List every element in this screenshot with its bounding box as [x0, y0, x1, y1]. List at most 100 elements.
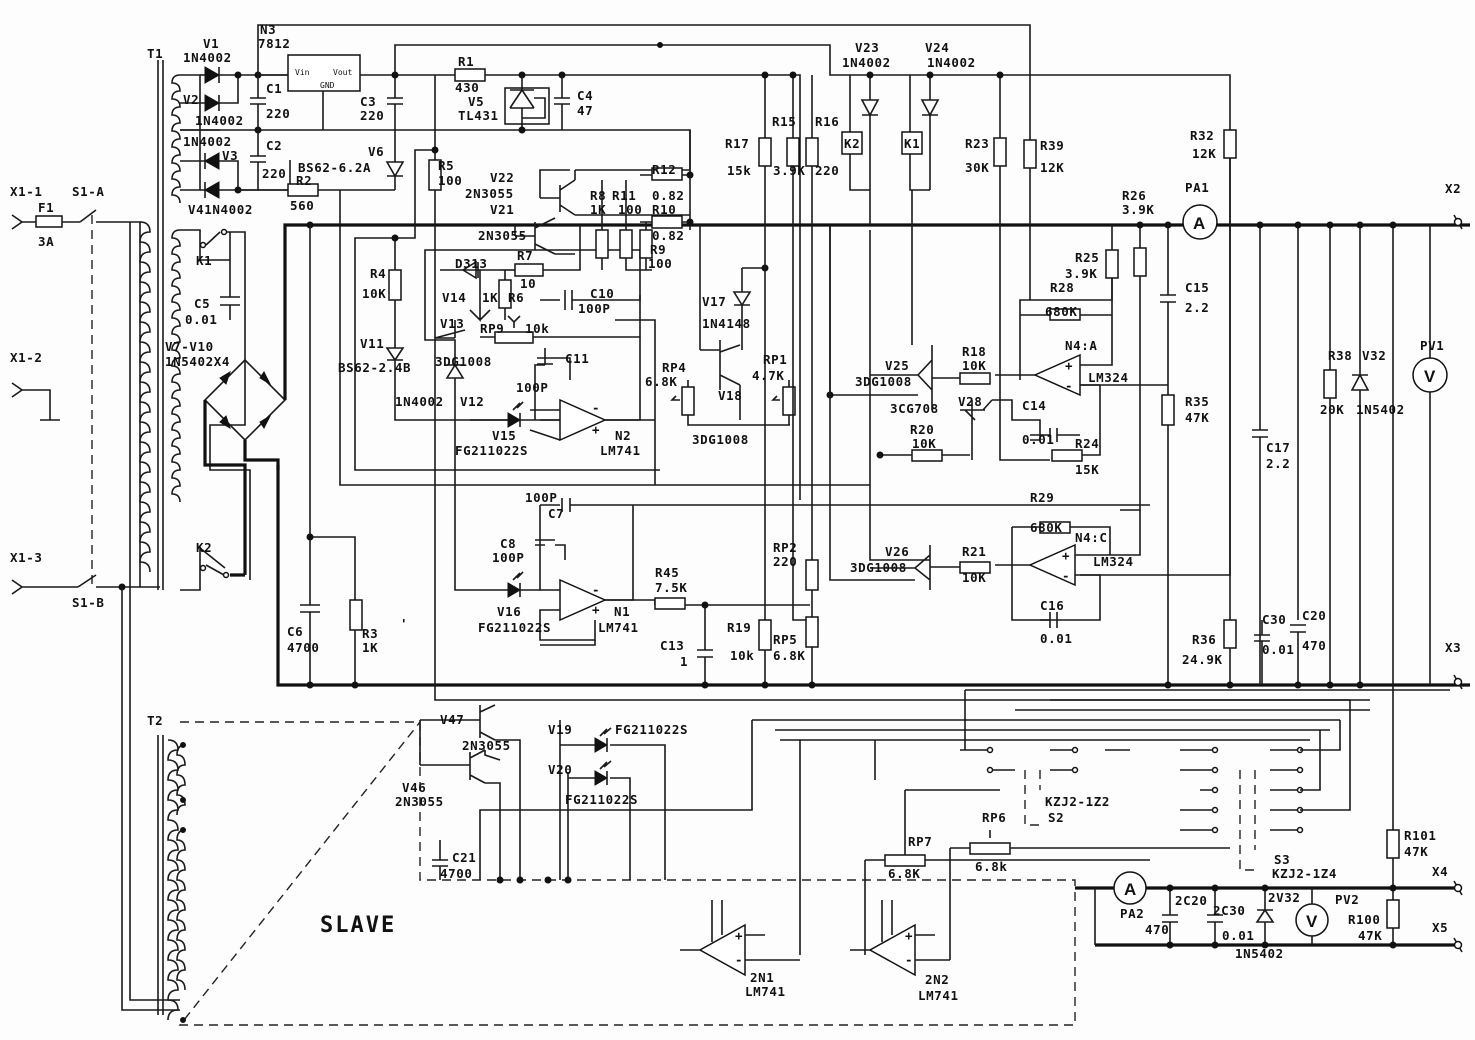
label-v21: V21 — [490, 202, 514, 217]
label-r25-val: 3.9K — [1065, 266, 1098, 281]
label-v28-val: 3CG708 — [890, 401, 939, 416]
label-x5: X5 — [1432, 920, 1448, 935]
label-v26-val: 3DG1008 — [850, 560, 907, 575]
label-r21: R21 — [962, 544, 986, 559]
label-rp7-val: 6.8K — [888, 866, 921, 881]
label-v47-val: 2N3055 — [462, 738, 511, 753]
label-v22-val: 2N3055 — [465, 186, 514, 201]
label-v15-val: FG211022S — [455, 443, 528, 458]
label-v13: V13 — [440, 316, 464, 331]
label-v24: V24 — [925, 40, 949, 55]
label-c15-val: 2.2 — [1185, 300, 1209, 315]
label-prime-mark: ' — [400, 616, 408, 631]
label-n2-minus: - — [592, 400, 600, 415]
mains-input — [11, 209, 180, 1011]
label-x1-2: X1-2 — [10, 350, 43, 365]
voltage-control — [354, 75, 1370, 701]
label-n4a-plus: + — [1065, 358, 1073, 373]
label-r7-val: 10 — [520, 276, 536, 291]
label-c4: C4 — [577, 88, 593, 103]
regulator-n3 — [250, 24, 1231, 190]
label-x1-3: X1-3 — [10, 550, 43, 565]
label-2n2-minus: - — [905, 952, 913, 967]
label-c3: C3 — [360, 94, 376, 109]
label-vin: Vin — [295, 68, 310, 77]
label-c20-val: 470 — [1302, 638, 1326, 653]
opamp-n4a — [1033, 353, 1081, 397]
label-pa1: PA1 — [1185, 180, 1209, 195]
label-r45: R45 — [655, 565, 679, 580]
label-r15: R15 — [772, 114, 796, 129]
label-rp6-val: 6.8k — [975, 859, 1008, 874]
label-v16: V16 — [497, 604, 521, 619]
label-n1: N1 — [614, 604, 630, 619]
label-pa2: PA2 — [1120, 906, 1144, 921]
label-r36-val: 24.9K — [1182, 652, 1223, 667]
label-s3-val: KZJ2-1Z4 — [1272, 866, 1337, 881]
label-2n2-plus: + — [905, 928, 913, 943]
label-c8: C8 — [500, 536, 516, 551]
label-r5: R5 — [438, 158, 454, 173]
label-r100-val: 47K — [1358, 928, 1382, 943]
label-2n1-val: LM741 — [745, 984, 786, 999]
label-r3: R3 — [362, 626, 378, 641]
label-t1: T1 — [147, 46, 163, 61]
label-v12-val: 1N4002 — [395, 394, 444, 409]
label-v7-val: 1N5402X4 — [165, 354, 230, 369]
fuse-f1 — [35, 215, 63, 228]
label-v11: V11 — [360, 336, 384, 351]
opamp-n1 — [559, 578, 607, 622]
label-t2: T2 — [147, 713, 163, 728]
label-v25-val: 3DG1008 — [855, 374, 912, 389]
label-r45-val: 7.5K — [655, 580, 688, 595]
label-v20: V20 — [548, 762, 572, 777]
label-k2: K2 — [196, 540, 212, 555]
label-r29-val: 680K — [1030, 520, 1063, 535]
label-c8-val: 100P — [492, 550, 525, 565]
label-r9: R9 — [650, 242, 666, 257]
label-pv1: PV1 — [1420, 338, 1444, 353]
label-n4a: N4:A — [1065, 338, 1098, 353]
label-r32: R32 — [1190, 128, 1214, 143]
label-r16-val: 220 — [815, 163, 839, 178]
label-c7-top: 100P — [525, 490, 558, 505]
label-r17-val: 15k — [727, 163, 751, 178]
label-s2: S2 — [1048, 810, 1064, 825]
label-v2-val: 1N4002 — [195, 113, 244, 128]
label-c17: C17 — [1266, 440, 1290, 455]
label-c14-val: 0.01 — [1022, 432, 1055, 447]
label-v1: V1 — [203, 36, 219, 51]
relay-contacts-and-bridge — [199, 223, 1470, 687]
label-n4c-val: LM324 — [1093, 554, 1134, 569]
label-v17: V17 — [702, 294, 726, 309]
label-v46: V46 — [402, 780, 426, 795]
label-c16-val: 0.01 — [1040, 631, 1073, 646]
label-r9-val: 100 — [648, 256, 672, 271]
label-r23-val: 30K — [965, 160, 989, 175]
label-r29: R29 — [1030, 490, 1054, 505]
label-v5: V5 — [468, 94, 484, 109]
ic-7812 — [287, 54, 361, 92]
label-rp1-val: 4.7K — [752, 368, 785, 383]
slave-opamps — [680, 900, 950, 977]
label-x1-1: X1-1 — [10, 184, 43, 199]
label-v6-val: BS62-6.2A — [298, 160, 371, 175]
label-2c20: 2C20 — [1175, 893, 1208, 908]
label-c17-val: 2.2 — [1266, 456, 1290, 471]
label-n2: N2 — [615, 428, 631, 443]
opamp-2n1 — [698, 923, 746, 977]
label-rp6: RP6 — [982, 810, 1006, 825]
transformer-t1 — [139, 60, 226, 591]
label-s3: S3 — [1274, 852, 1290, 867]
label-v12: V12 — [460, 394, 484, 409]
label-v19-val: FG211022S — [615, 722, 688, 737]
label-v32-val: 1N5402 — [1356, 402, 1405, 417]
label-n1-minus: - — [592, 582, 600, 597]
label-r16: R16 — [815, 114, 839, 129]
label-rp5: RP5 — [773, 632, 797, 647]
opamp-n1-section — [454, 420, 1150, 689]
label-r100: R100 — [1348, 912, 1381, 927]
ammeter-pa1 — [1182, 204, 1218, 240]
label-n4a-val: LM324 — [1088, 370, 1129, 385]
